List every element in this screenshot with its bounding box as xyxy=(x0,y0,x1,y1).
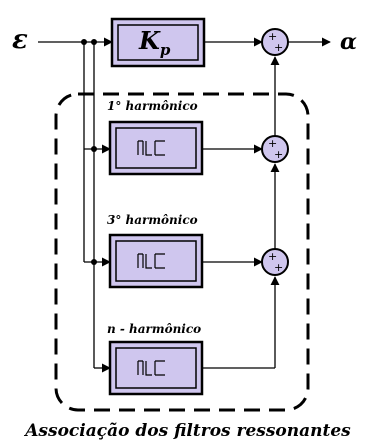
harmonic-3-label: 3° harmônico xyxy=(107,213,198,227)
harmonic-3-block-inner xyxy=(115,240,197,282)
harmonic-3-branch-dot xyxy=(91,259,97,265)
harmonic-n-block-inner xyxy=(115,347,197,389)
harmonic-1-label: 1° harmônico xyxy=(107,99,198,113)
harmonic-1-filter-icon xyxy=(137,140,165,156)
input-epsilon-label: ε xyxy=(12,25,28,55)
sum-top-plus-1: + xyxy=(268,30,277,43)
harmonic-3-filter-icon xyxy=(137,253,165,269)
gain-subscript: p xyxy=(160,41,171,59)
output-alpha-label: α xyxy=(340,29,357,55)
input-branch-dot-2 xyxy=(91,39,97,45)
harmonic-n-label: n - harmônico xyxy=(107,322,201,336)
gain-block-inner xyxy=(117,24,199,61)
resonant-filters-group-box xyxy=(54,92,310,412)
gain-kp-label: Kp xyxy=(138,26,171,59)
harmonic-n-filter-icon xyxy=(137,360,165,376)
sum-1-plus-2: + xyxy=(274,148,283,161)
sum-1-plus-1: + xyxy=(268,137,277,150)
harmonic-1-block-inner xyxy=(115,127,197,169)
sum-3-plus-1: + xyxy=(268,250,277,263)
diagram-caption: Associação dos filtros ressonantes xyxy=(23,421,351,441)
gain-symbol: K xyxy=(138,26,161,55)
harmonic-1-branch-dot xyxy=(91,146,97,152)
sum-3-plus-2: + xyxy=(274,261,283,274)
sum-top-plus-2: + xyxy=(274,41,283,54)
